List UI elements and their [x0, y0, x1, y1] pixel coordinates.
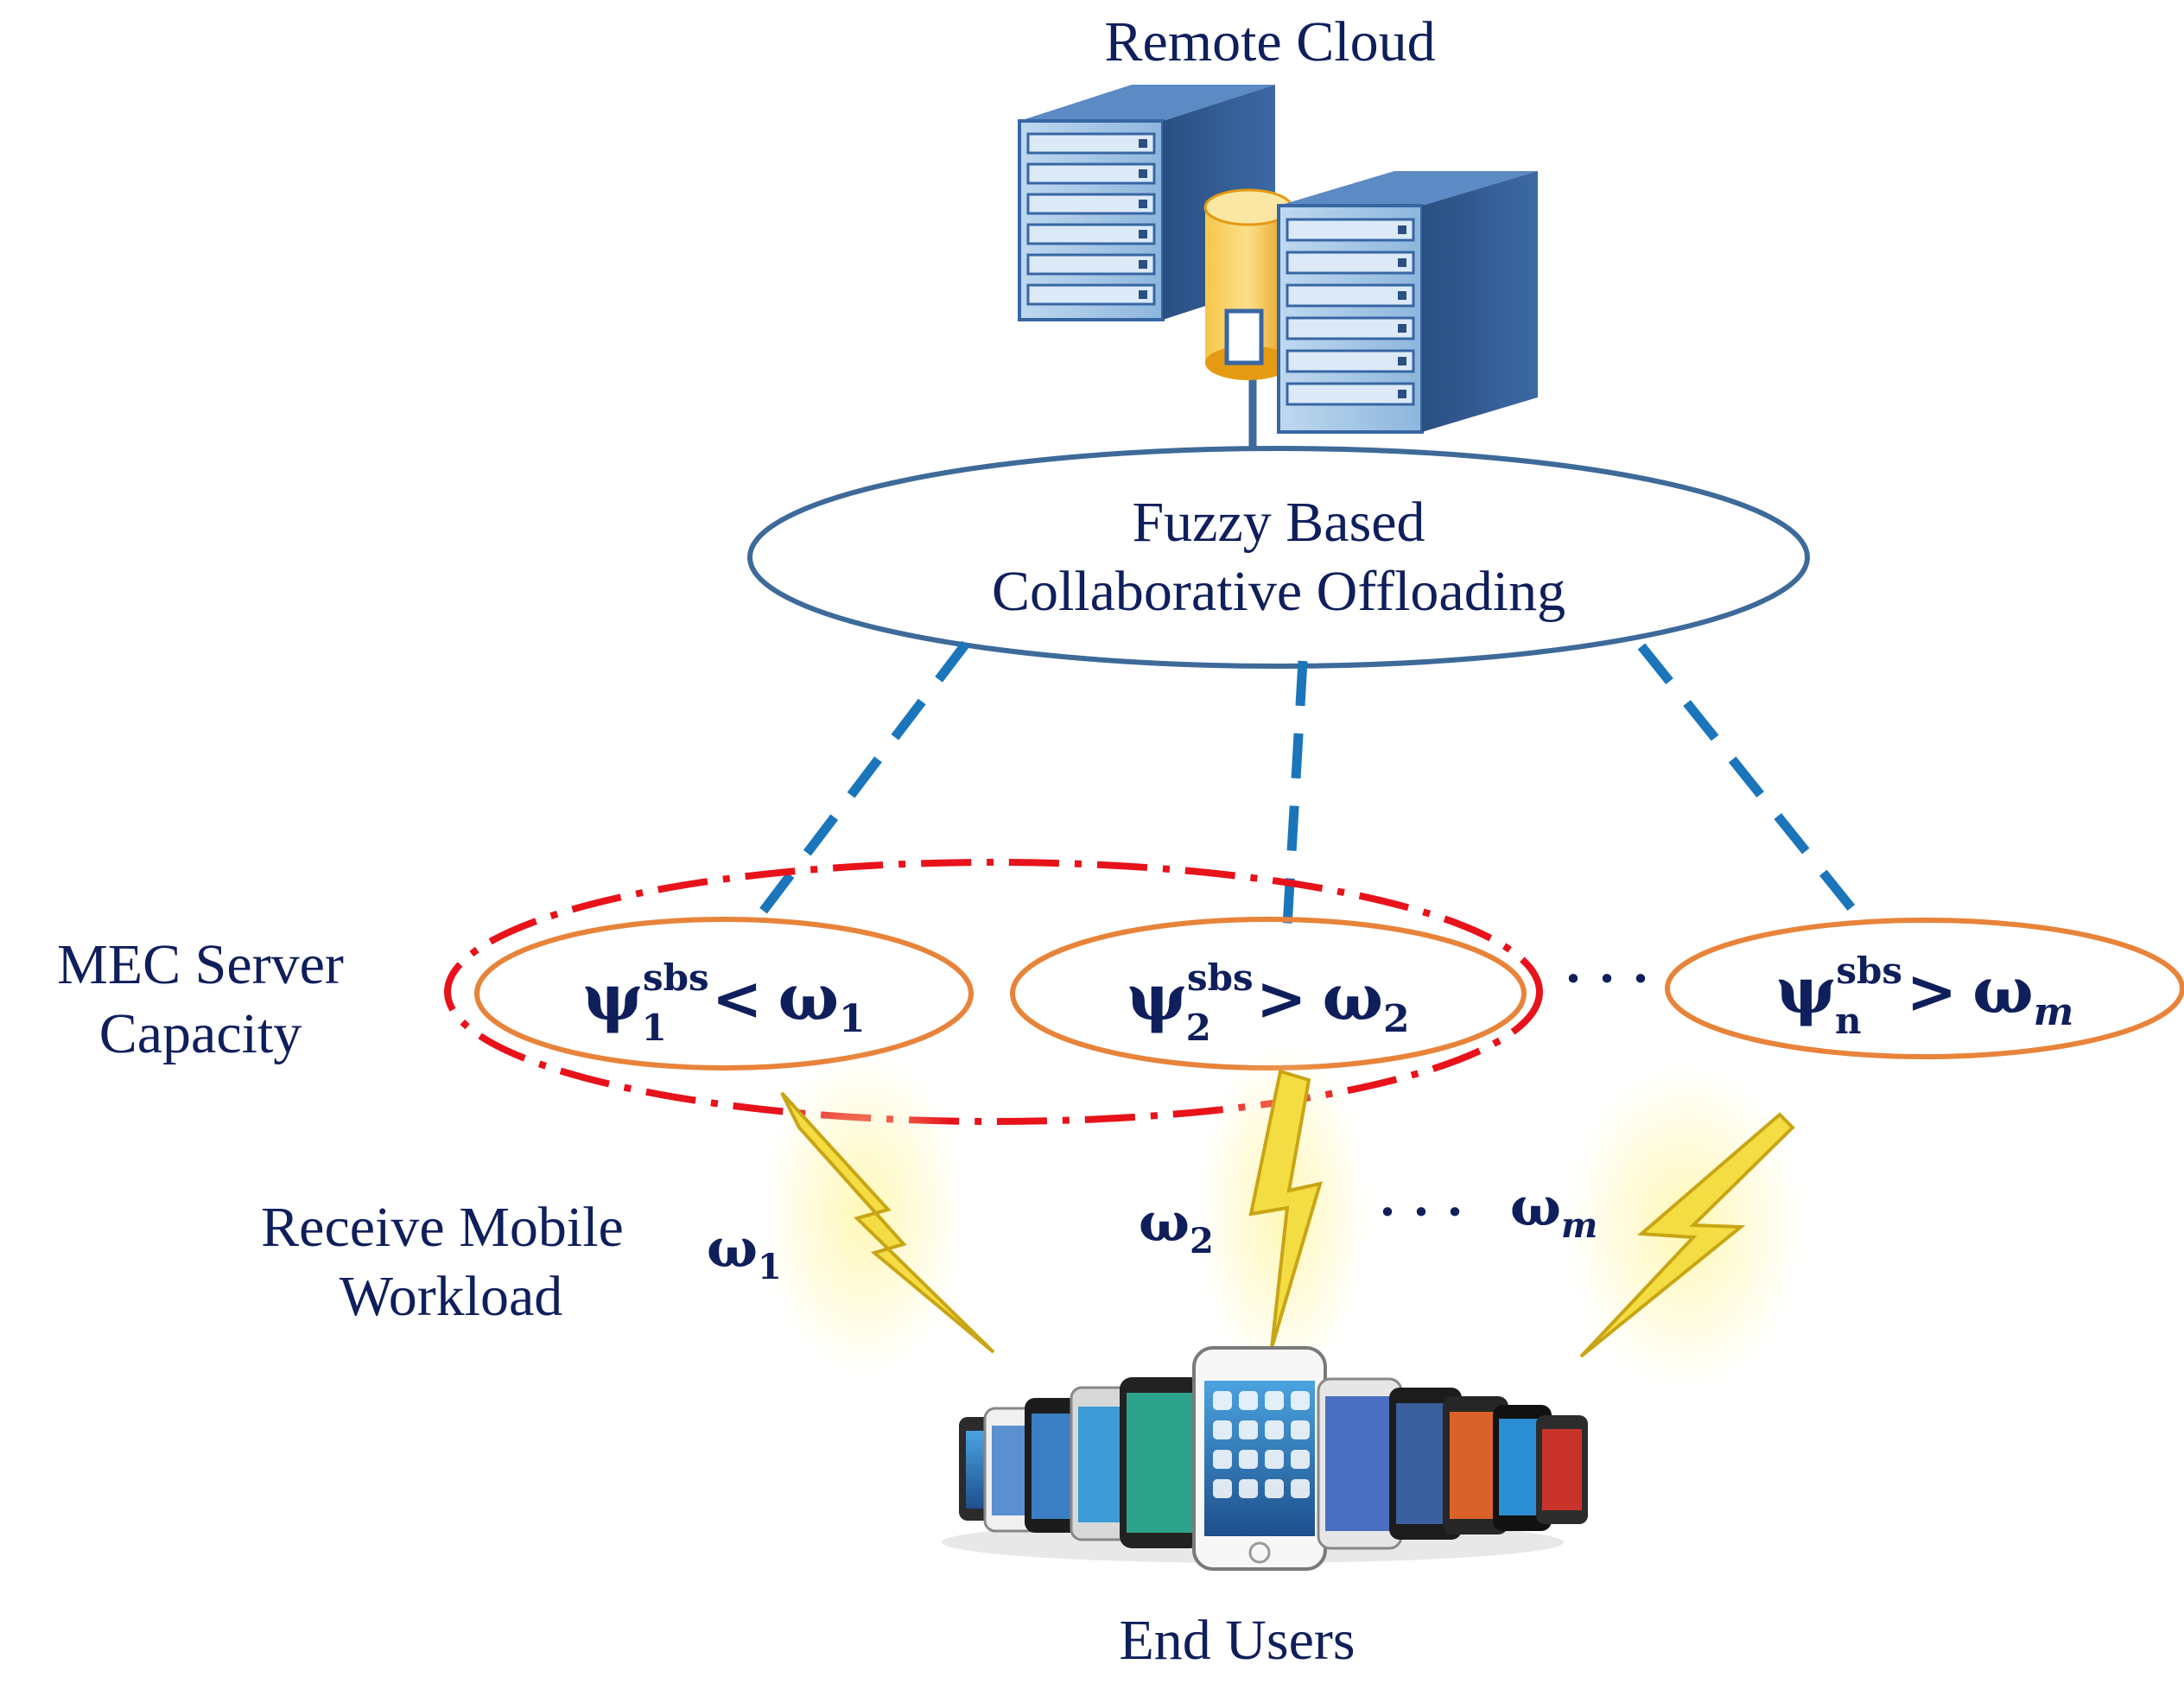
smartphone-icon: [1120, 1377, 1203, 1548]
receive-workload-label-line2: Workload: [340, 1265, 563, 1328]
end-user-devices: [942, 1346, 1588, 1571]
fuzzy-label-line2: Collaborative Offloading: [992, 560, 1565, 623]
remote-cloud-label: Remote Cloud: [1104, 10, 1435, 73]
link-to-mec-n: [1637, 643, 1870, 930]
smartphone-icon: [1317, 1377, 1403, 1550]
cluster-boundary: [444, 859, 1543, 1125]
end-users-label: End Users: [1119, 1609, 1355, 1672]
workload-omega-1: ω1: [707, 1217, 782, 1287]
wireless-links: [760, 1041, 1806, 1391]
workload-omega-2: ω2: [1139, 1191, 1214, 1261]
mec-capacity-label-line2: Capacity: [99, 1002, 302, 1065]
workload-ellipsis: · · ·: [1379, 1184, 1463, 1241]
lightning-icon: [1197, 1041, 1369, 1387]
smartphone-icon: [1192, 1346, 1327, 1571]
server-rack-icon: [1277, 171, 1538, 434]
lightning-icon: [1564, 1063, 1806, 1391]
smartphone-icon: [1536, 1415, 1588, 1524]
mec-capacity-label-line1: MEC Server: [57, 933, 344, 996]
mec-node-ellipse-n: [1665, 918, 2184, 1059]
fuzzy-label-line1: Fuzzy Based: [1132, 491, 1425, 554]
fuzzy-offloading-ellipse: [747, 446, 1810, 669]
mec-node-ellipse-1: [474, 917, 974, 1071]
link-to-mec-1: [747, 640, 970, 930]
mec-ellipsis: · · ·: [1565, 950, 1648, 1007]
workload-omega-m: ωm: [1510, 1175, 1597, 1246]
remote-cloud-servers: [1018, 85, 1538, 448]
lightning-icon: [760, 1050, 995, 1378]
receive-workload-label-line1: Receive Mobile: [261, 1196, 624, 1259]
